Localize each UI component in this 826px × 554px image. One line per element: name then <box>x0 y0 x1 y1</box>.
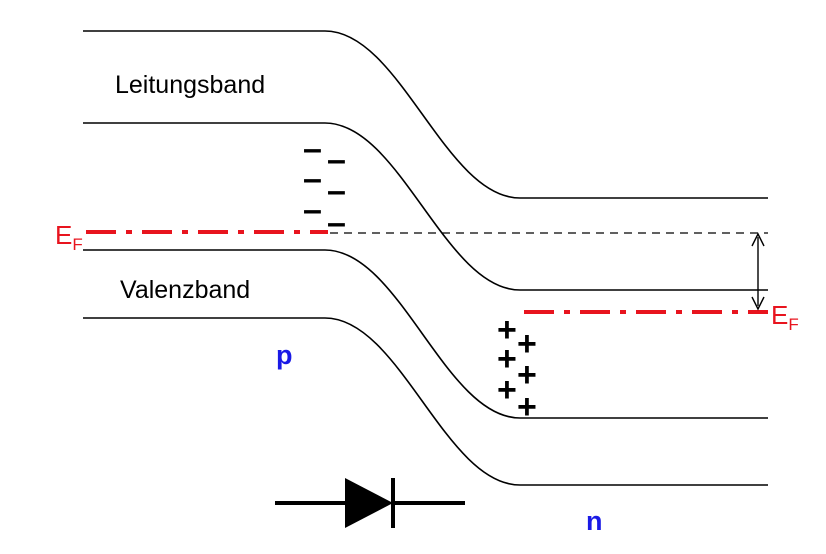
positive-charge: + <box>497 311 517 349</box>
conduction-band-lower-edge <box>83 122 768 291</box>
positive-charge: + <box>517 356 537 394</box>
n-region-label: n <box>586 506 603 536</box>
positive-charge: + <box>497 340 517 378</box>
valence-band-label: Valenzband <box>120 276 250 304</box>
potential-difference-arrow <box>751 232 765 311</box>
negative-charge: – <box>303 160 322 198</box>
valence-band-lower-edge <box>83 317 768 486</box>
negative-charge: – <box>327 172 346 210</box>
diode-symbol-icon <box>275 478 465 528</box>
p-region-label: p <box>276 340 293 370</box>
negative-charge: – <box>303 191 322 229</box>
conduction-band-label: Leitungsband <box>115 71 265 99</box>
fermi-label-p-side: EF <box>55 220 83 254</box>
negative-charge: – <box>303 130 322 168</box>
negative-charges: – – – – – – <box>303 130 346 242</box>
valence-band-upper-edge <box>83 249 768 419</box>
positive-charges: + + + + + + <box>497 311 537 426</box>
negative-charge: – <box>327 141 346 179</box>
conduction-band-upper-edge <box>83 30 768 199</box>
fermi-label-n-side: EF <box>771 300 799 334</box>
negative-charge: – <box>327 204 346 242</box>
positive-charge: + <box>517 325 537 363</box>
positive-charge: + <box>517 388 537 426</box>
positive-charge: + <box>497 371 517 409</box>
